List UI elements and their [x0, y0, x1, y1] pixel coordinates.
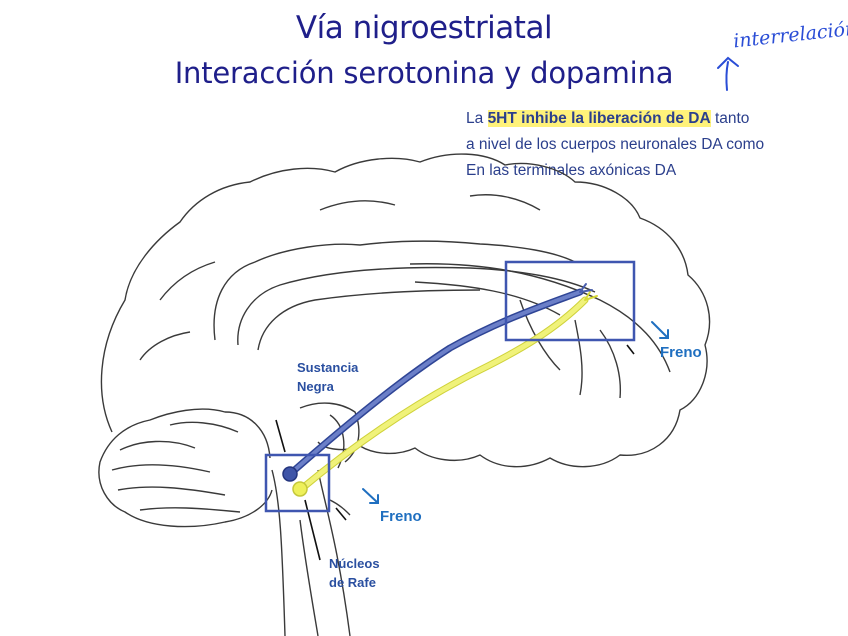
dopamine-pathway: [296, 291, 598, 494]
note-line-2: a nivel de los cuerpos neuronales DA com…: [466, 136, 765, 153]
arrow-down-right-icon: [362, 488, 379, 504]
note-line-1: La 5HT inhibe la liberación de DA tanto: [466, 110, 750, 127]
striatum-terminal-box: [504, 260, 636, 342]
note-line-3: En las terminales axónicas DA: [466, 162, 677, 179]
substantia-nigra-label: Sustancia Negra: [297, 360, 359, 394]
handwritten-arrow-icon: [717, 56, 739, 91]
brainstem-outline: [271, 469, 351, 636]
cerebellum-outline: [98, 408, 273, 528]
brake-label-striatum: Freno: [660, 344, 702, 361]
dopamine-cell-body: [292, 481, 308, 497]
page-subtitle: Interacción serotonina y dopamina: [174, 56, 674, 90]
serotonin-cell-body: [282, 466, 298, 482]
raphe-nuclei-label: Núcleos de Rafe: [329, 556, 380, 590]
brain-outline: [100, 153, 711, 469]
arrow-down-right-icon: [651, 321, 669, 339]
midbrain-nuclei-box: [264, 453, 331, 513]
serotonin-pathway: [286, 283, 593, 478]
brake-label-brainstem: Freno: [380, 508, 422, 525]
page-title: Vía nigroestriatal: [295, 10, 553, 46]
note-highlight: 5HT inhibe la liberación de DA: [487, 110, 711, 127]
explanation-note: La 5HT inhibe la liberación de DA tanto …: [466, 106, 764, 184]
